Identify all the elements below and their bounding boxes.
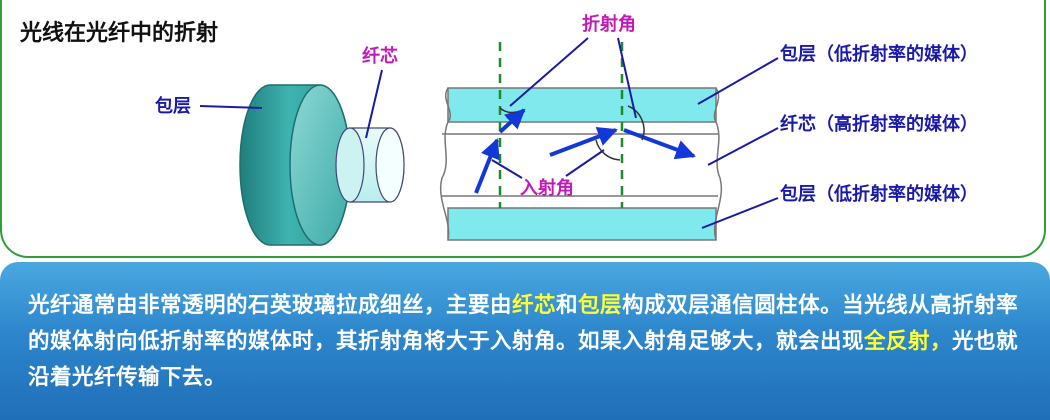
incident-ray-right [549, 127, 618, 157]
text-segment: 光纤通常由非常透明的石英玻璃拉成细丝，主要由 [28, 293, 513, 318]
core-leader-line [365, 69, 383, 139]
fiber-cylinder [239, 84, 405, 246]
diagram-title: 光线在光纤中的折射 [19, 20, 218, 46]
core-leader-right [707, 127, 779, 166]
incidence-leader-left [491, 159, 523, 179]
cladding-label-left: 包层 [155, 95, 191, 117]
incidence-angle-label: 入射角 [520, 177, 574, 199]
fiber-refraction-diagram: 光线在光纤中的折射 纤芯 包层 折射角 入射角 包层（低折射率的媒体 [19, 13, 978, 246]
incidence-leader-right [565, 149, 605, 177]
refracted-ray-left [498, 108, 526, 134]
text-segment: 光也就沿着光纤传输下去。 [28, 329, 1019, 390]
reflected-ray-right [623, 128, 696, 160]
core-label-right: 纤芯（高折射率的媒体） [780, 113, 978, 135]
angle-arc-refraction-left [499, 107, 517, 114]
refraction-leader-left [509, 37, 589, 107]
cladding-band-top [447, 87, 717, 123]
core-label: 纤芯 [362, 45, 398, 67]
fiber-cross-section [440, 87, 722, 241]
cladding-label-bottom-right: 包层（低折射率的媒体） [780, 183, 978, 205]
refraction-angle-label: 折射角 [582, 13, 636, 35]
incident-ray-left [474, 138, 500, 194]
text-segment: 和 [556, 293, 579, 318]
highlight-cladding: 包层 [578, 293, 623, 318]
angle-arc-incidence-right [595, 139, 621, 161]
cladding-leader-line-left [199, 105, 263, 109]
highlight-total-reflection: 全反射， [864, 329, 953, 354]
angle-arc-refraction-right [627, 105, 645, 141]
cladding-leader-top-right [697, 57, 779, 105]
text-segment: 构成双层通信圆柱体。当光线从高折射率的媒体射向低折射率的媒体时，其折射角将大于入… [28, 293, 1019, 354]
highlight-core: 纤芯 [512, 293, 557, 318]
explanation-text: 光纤通常由非常透明的石英玻璃拉成细丝，主要由纤芯和包层构成双层通信圆柱体。当光线… [28, 288, 1028, 396]
cladding-label-top-right: 包层（低折射率的媒体） [780, 43, 978, 65]
refraction-leader-right [617, 37, 637, 119]
explanation-panel: 光纤通常由非常透明的石英玻璃拉成细丝，主要由纤芯和包层构成双层通信圆柱体。当光线… [0, 262, 1050, 420]
cladding-leader-bottom-right [701, 197, 779, 229]
cladding-band-bottom [447, 207, 717, 241]
